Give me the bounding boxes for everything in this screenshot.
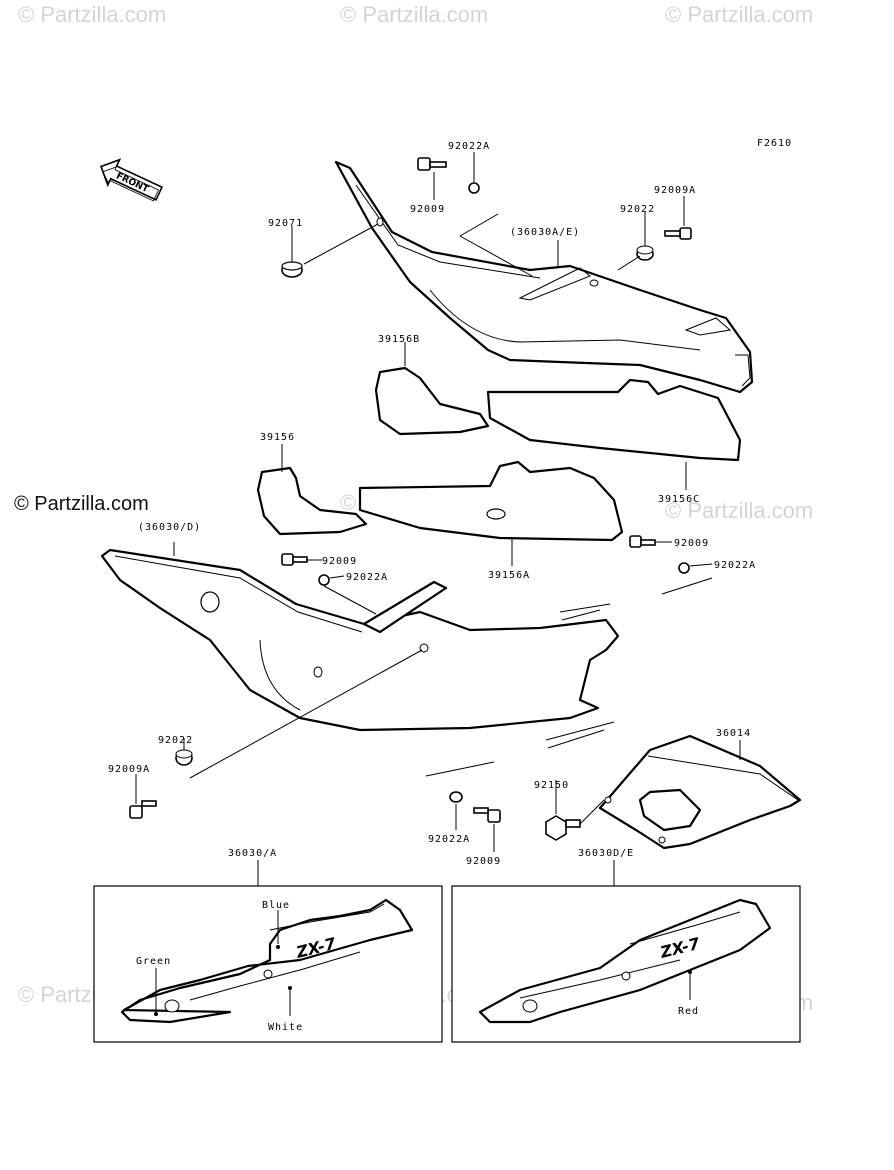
bolt-92009A-left-icon	[129, 800, 157, 819]
nut-92022-right-icon	[636, 245, 654, 261]
front-arrow-icon: FRONT	[99, 158, 164, 202]
leader	[617, 255, 641, 271]
label-92009-bottom: 92009	[466, 856, 501, 867]
label-92022A-top: 92022A	[448, 141, 490, 152]
watermark: © Partzilla.com	[340, 2, 488, 27]
label-92009A-left: 92009A	[108, 764, 150, 775]
bracket-36014	[598, 734, 802, 850]
label-39156B: 39156B	[378, 334, 420, 345]
inset-left-title: 36030/A	[228, 848, 277, 859]
leader	[555, 780, 605, 825]
leader	[459, 213, 533, 277]
watermark-main: © Partzilla.com	[14, 493, 149, 515]
leader	[183, 649, 423, 779]
leader	[323, 575, 377, 615]
seat-cowl-upper	[334, 160, 754, 394]
grommet-92071-icon	[281, 261, 303, 278]
color-label-blue: Blue	[262, 900, 290, 911]
bolt-92009-midright-icon	[629, 535, 656, 548]
inset-36030-DE: ZX-7	[451, 860, 801, 1043]
bolt-92009-top-icon	[417, 157, 447, 171]
bolt-92009A-right-icon	[664, 227, 692, 240]
leader	[559, 603, 611, 621]
leader	[545, 721, 615, 749]
label-92009-mid: 92009	[322, 556, 357, 567]
part-labels: 92022A 92009 92071 (36030A/E) 92022 9200…	[108, 141, 756, 1033]
bolt-92009-mid-icon	[281, 553, 308, 566]
bolt-92009-bottom-icon	[473, 807, 501, 823]
nut-92022A-bottom-icon	[449, 791, 463, 803]
nut-92022-left-icon	[175, 749, 193, 766]
leader	[303, 223, 379, 265]
leader	[425, 761, 495, 830]
pad-39156C	[486, 378, 742, 462]
nut-92022A-top-icon	[468, 182, 480, 194]
pad-39156	[256, 466, 368, 536]
pad-39156A	[358, 460, 624, 542]
label-92022A-midright: 92022A	[714, 560, 756, 571]
label-39156A: 39156A	[488, 570, 530, 581]
label-92009-midright: 92009	[674, 538, 709, 549]
color-label-white: White	[268, 1022, 303, 1033]
label-36014: 36014	[716, 728, 751, 739]
label-36030D: (36030/D)	[138, 522, 201, 533]
bolt-92150-icon	[545, 815, 581, 841]
seat-cowl-lower	[100, 548, 620, 732]
label-92150: 92150	[534, 780, 569, 791]
label-92022-left: 92022	[158, 735, 193, 746]
color-label-green: Green	[136, 956, 171, 967]
watermark: © Partzilla.com	[665, 498, 813, 523]
label-92022-right: 92022	[620, 204, 655, 215]
label-92071: 92071	[268, 218, 303, 229]
nut-92022A-mid-icon	[318, 574, 330, 586]
label-36030AE: (36030A/E)	[510, 227, 580, 238]
inset-36030-A: ZX-7	[93, 860, 443, 1043]
label-92009-top: 92009	[410, 204, 445, 215]
figure-code: F2610	[757, 138, 792, 149]
watermark: © Partzilla.com	[18, 2, 166, 27]
pad-39156B	[374, 366, 490, 436]
inset-right-title: 36030D/E	[578, 848, 634, 859]
label-39156C: 39156C	[658, 494, 700, 505]
leader	[661, 577, 713, 595]
label-92009A-right: 92009A	[654, 185, 696, 196]
label-39156: 39156	[260, 432, 295, 443]
color-label-red: Red	[678, 1006, 699, 1017]
watermark: © Partzilla.com	[665, 2, 813, 27]
label-92022A-bottom: 92022A	[428, 834, 470, 845]
nut-92022A-midright-icon	[678, 562, 690, 574]
leader	[689, 563, 713, 567]
label-92022A-mid: 92022A	[346, 572, 388, 583]
